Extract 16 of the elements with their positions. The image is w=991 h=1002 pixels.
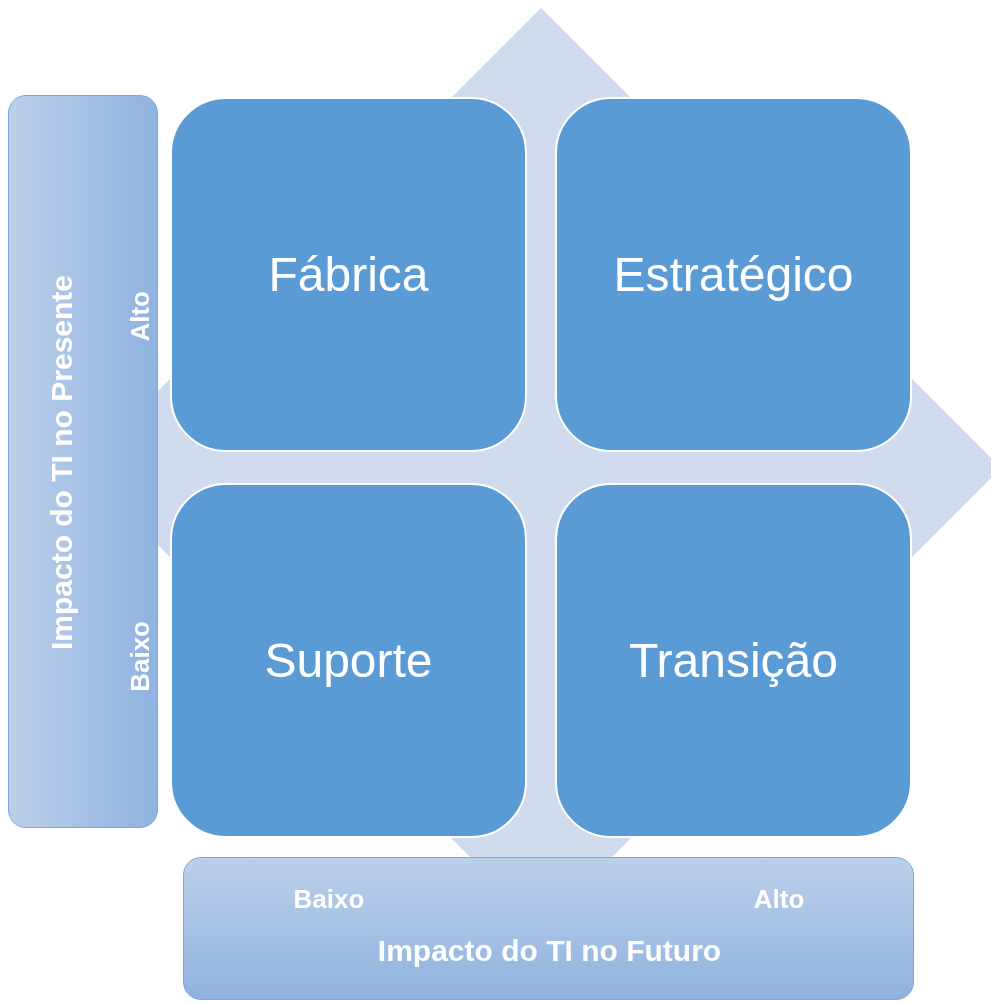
axis-tick-label: Baixo [125, 620, 156, 692]
quadrant-box [170, 483, 527, 838]
axis-band [183, 857, 914, 1000]
quadrant-box [555, 97, 912, 452]
axis-title: Impacto do TI no Presente [45, 274, 79, 651]
quadrant-label: Transição [629, 633, 838, 688]
axis-tick-label: Baixo [293, 884, 365, 915]
quadrant-box [170, 97, 527, 452]
axis-band [8, 95, 158, 828]
quadrant-label: Estratégico [613, 247, 854, 302]
axis-title: Impacto do TI no Futuro [377, 934, 722, 968]
quadrant-box [555, 483, 912, 838]
quadrant-label: Fábrica [268, 247, 429, 302]
axis-tick-label: Alto [125, 290, 156, 342]
quadrant-label: Suporte [264, 633, 433, 688]
axis-tick-label: Alto [753, 884, 805, 915]
